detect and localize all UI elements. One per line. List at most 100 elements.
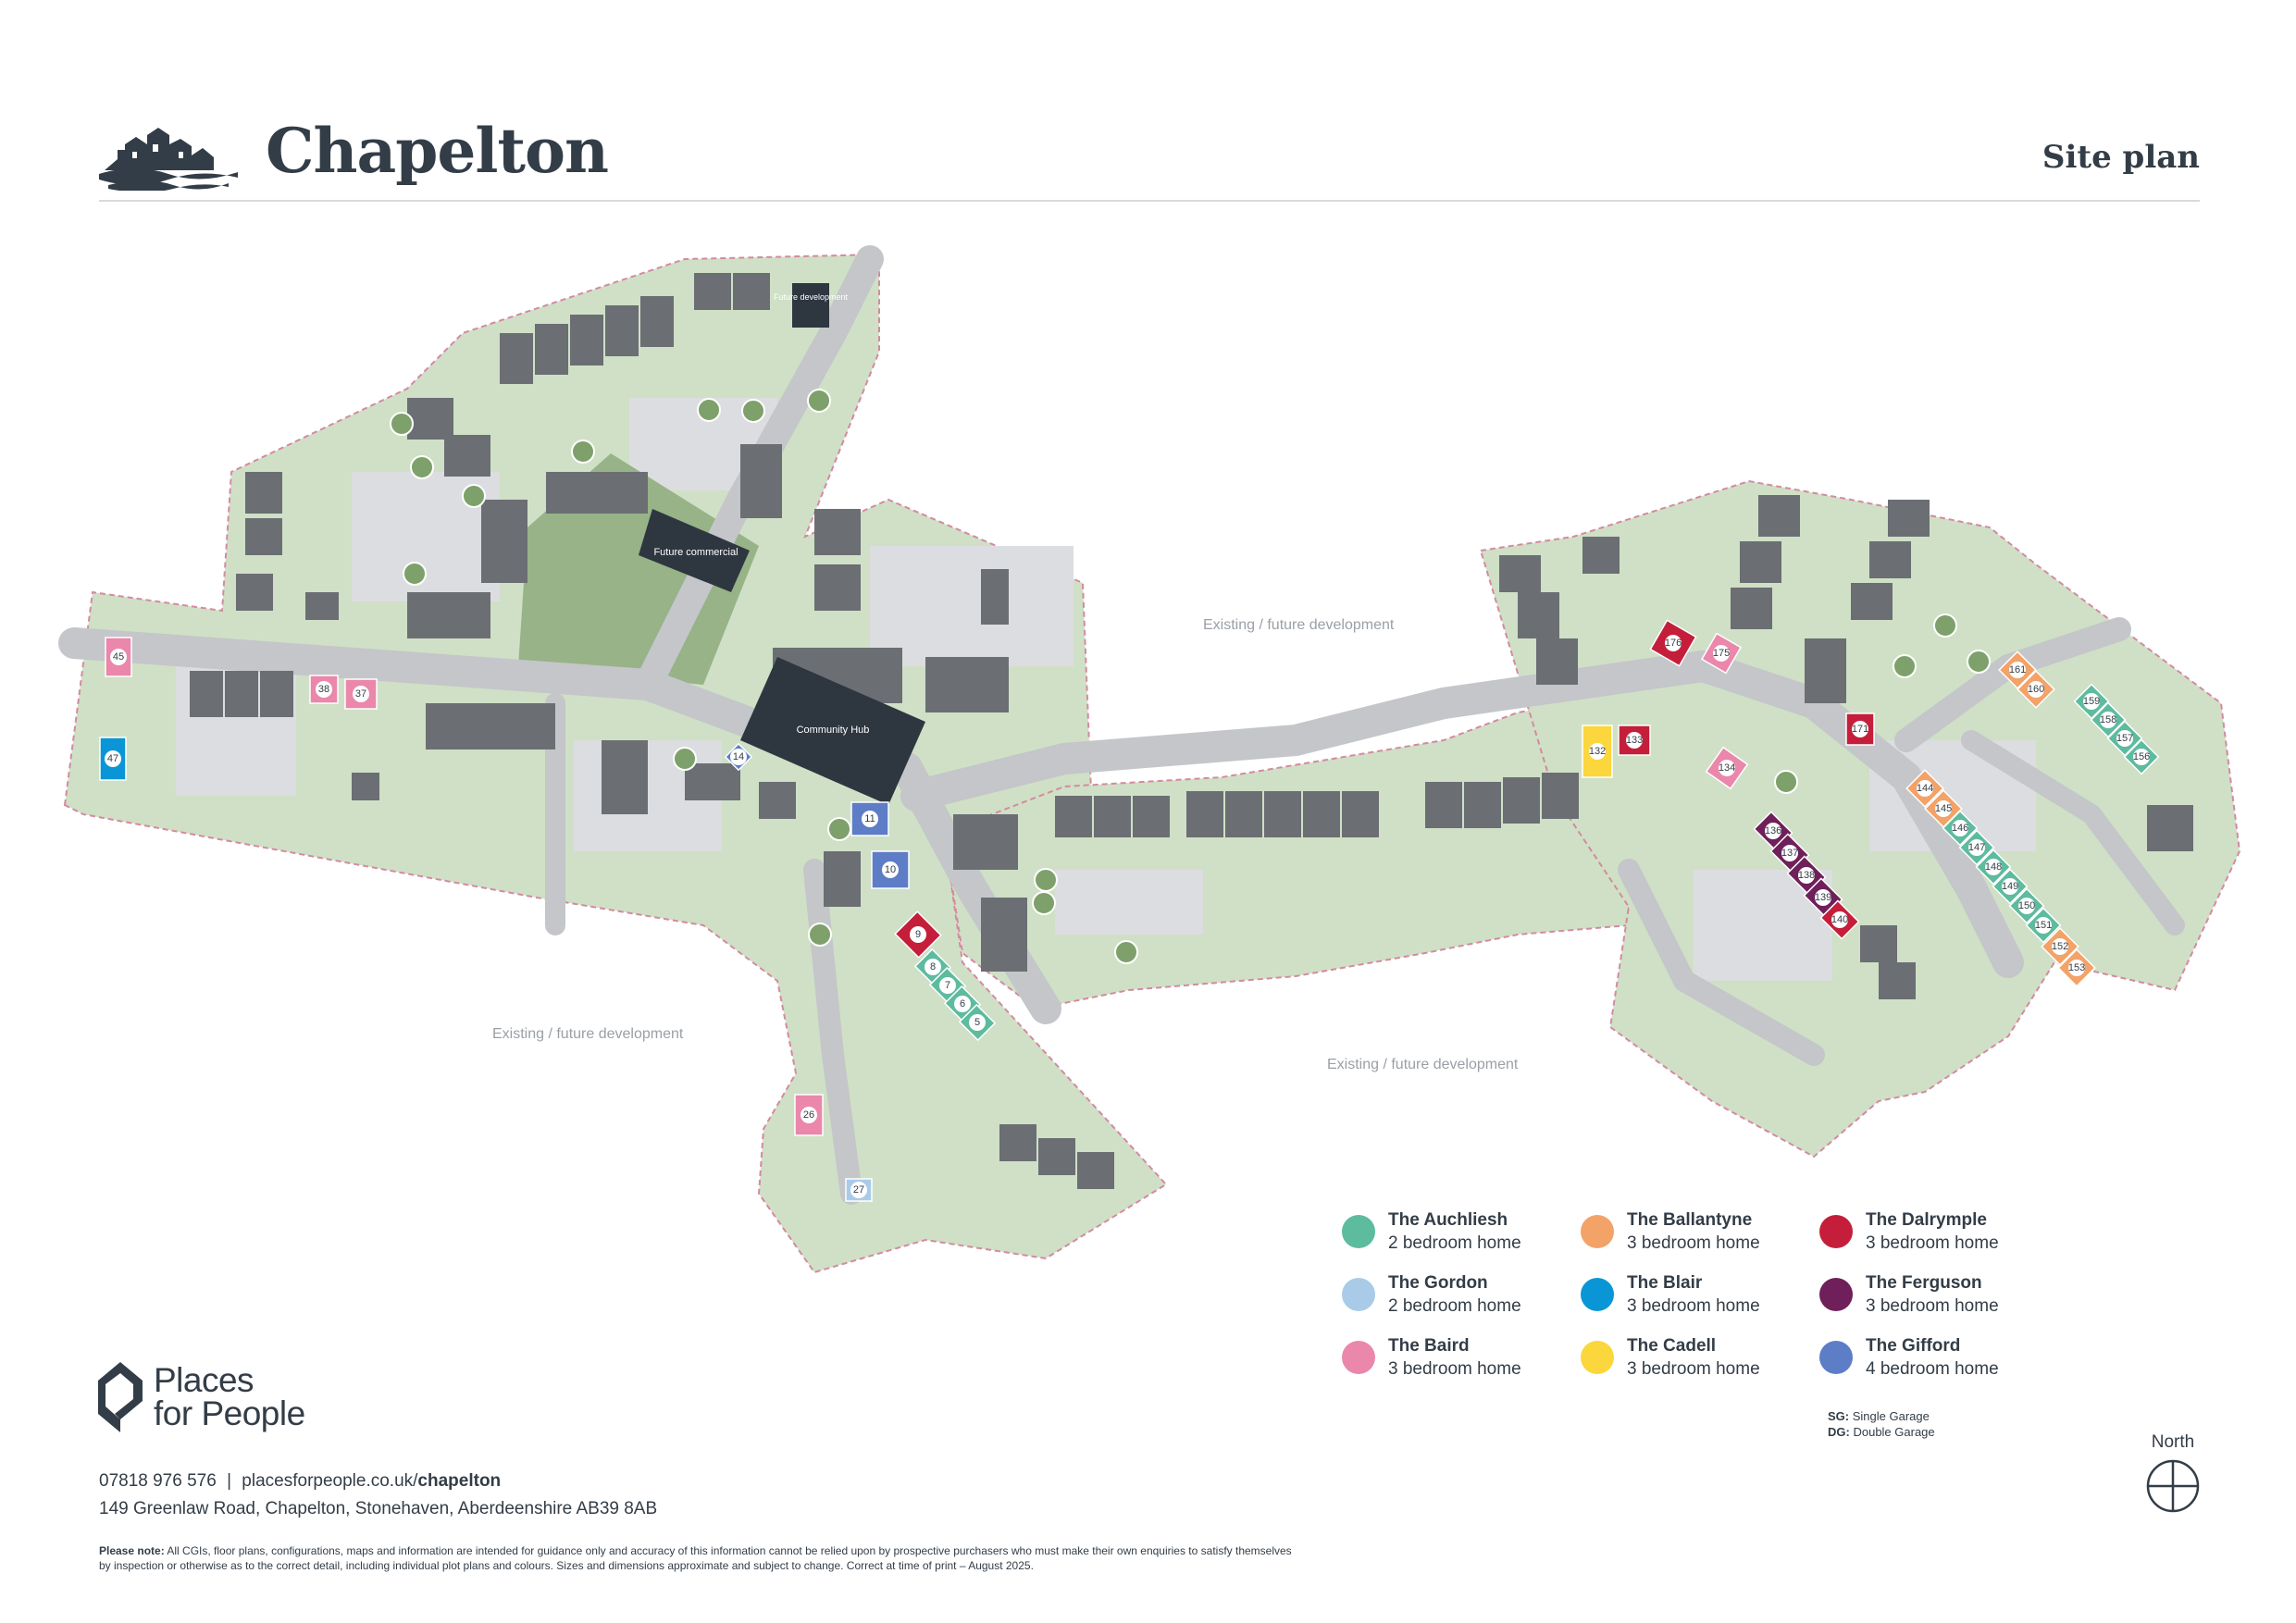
garage-key-double: DG: Double Garage — [1828, 1425, 1935, 1439]
plot-number: 150 — [2018, 900, 2035, 911]
contact-separator: | — [227, 1471, 232, 1491]
plot-number: 7 — [945, 980, 950, 991]
plot-shape — [1582, 725, 1613, 778]
legend-item-the-ballantyne: The Ballantyne 3 bedroom home — [1581, 1210, 1821, 1266]
plot-number: 147 — [1968, 842, 1985, 853]
plot-number-badge — [1952, 820, 1968, 836]
plot-number-badge — [2083, 693, 2100, 710]
plot-number: 175 — [1713, 648, 1730, 659]
legend-desc: 3 bedroom home — [1627, 1233, 1760, 1253]
plot-14[interactable]: 14 — [724, 742, 753, 772]
legend-name: The Ferguson — [1866, 1273, 1982, 1293]
header-divider — [99, 200, 2200, 202]
legend-desc: 3 bedroom home — [1866, 1233, 1999, 1253]
garage-key: SG: Single Garage DG: Double Garage — [1828, 1408, 1935, 1440]
plot-149[interactable]: 149 — [1992, 868, 2029, 905]
plot-140[interactable]: 140 — [1819, 899, 1860, 940]
plot-158[interactable]: 158 — [2090, 701, 2127, 738]
plot-156[interactable]: 156 — [2123, 738, 2160, 775]
legend-desc: 3 bedroom home — [1866, 1296, 1999, 1316]
plot-132[interactable]: 132 — [1582, 725, 1613, 778]
phone-number[interactable]: 07818 976 576 — [99, 1471, 217, 1491]
plot-number-badge — [1831, 911, 1848, 928]
plot-number: 149 — [2002, 881, 2018, 892]
plot-number-badge — [1589, 743, 1606, 760]
plot-number-badge — [1713, 645, 1730, 662]
plot-number: 38 — [318, 684, 329, 695]
plot-number-badge — [105, 750, 121, 767]
plot-number-badge — [1626, 732, 1643, 749]
legend-swatch — [1581, 1215, 1614, 1248]
plot-9[interactable]: 9 — [894, 911, 942, 959]
plot-number: 137 — [1781, 848, 1798, 859]
plot-161[interactable]: 161 — [1998, 650, 2037, 689]
plot-159[interactable]: 159 — [2073, 683, 2110, 720]
existing-development-label-southwest: Existing / future development — [492, 1026, 684, 1042]
plot-37[interactable]: 37 — [344, 678, 378, 710]
community-hub-building — [740, 657, 925, 805]
plot-147[interactable]: 147 — [1958, 829, 1995, 866]
plot-number-badge — [882, 861, 899, 878]
plot-number-badge — [1665, 635, 1682, 651]
future-commercial-building — [639, 509, 750, 592]
future-development-label: Future development — [774, 292, 849, 302]
plot-number-badge — [969, 1014, 986, 1031]
plot-26[interactable]: 26 — [794, 1094, 824, 1136]
plot-148[interactable]: 148 — [1975, 849, 2012, 886]
plot-number: 158 — [2100, 714, 2116, 725]
plot-10[interactable]: 10 — [871, 850, 910, 889]
plot-27[interactable]: 27 — [845, 1178, 873, 1202]
legend-name: The Ballantyne — [1627, 1210, 1753, 1230]
plot-11[interactable]: 11 — [850, 801, 889, 836]
legend-swatch — [1342, 1278, 1375, 1311]
plot-number-badge — [1765, 823, 1781, 839]
legend-desc: 2 bedroom home — [1388, 1296, 1521, 1316]
plot-number: 146 — [1952, 823, 1968, 834]
plot-151[interactable]: 151 — [2025, 907, 2062, 944]
disclaimer-text: All CGIs, floor plans, configurations, m… — [99, 1544, 1292, 1572]
north-label: North — [2151, 1432, 2195, 1452]
legend-name: The Gifford — [1866, 1336, 1961, 1356]
plot-5[interactable]: 5 — [958, 1003, 997, 1042]
plot-176[interactable]: 176 — [1649, 619, 1697, 667]
plot-152[interactable]: 152 — [2041, 927, 2079, 966]
plot-175[interactable]: 175 — [1700, 632, 1743, 675]
plot-number: 138 — [1798, 870, 1815, 881]
places-for-people-logo: Places for People — [96, 1360, 374, 1443]
plot-47[interactable]: 47 — [99, 737, 127, 781]
plot-133[interactable]: 133 — [1618, 725, 1651, 756]
plot-number: 132 — [1589, 746, 1606, 757]
plot-146[interactable]: 146 — [1942, 810, 1979, 847]
plot-160[interactable]: 160 — [2017, 670, 2055, 709]
site-plan-map[interactable]: Community Hub Future commercial Future d… — [0, 222, 2296, 1277]
legend-name: The Auchliesh — [1388, 1210, 1508, 1230]
legend-desc: 3 bedroom home — [1388, 1359, 1521, 1379]
plot-157[interactable]: 157 — [2106, 720, 2143, 757]
plot-153[interactable]: 153 — [2057, 948, 2096, 987]
plot-144[interactable]: 144 — [1905, 769, 1944, 808]
disclaimer: Please note: All CGIs, floor plans, conf… — [99, 1543, 1302, 1573]
plot-171[interactable]: 171 — [1845, 712, 1875, 746]
page-title: Site plan — [2042, 139, 2200, 176]
plot-number-badge — [2028, 681, 2044, 698]
plot-number-badge — [2116, 730, 2133, 747]
legend-swatch — [1819, 1341, 1853, 1374]
legend-name: The Baird — [1388, 1336, 1470, 1356]
legend-desc: 3 bedroom home — [1627, 1359, 1760, 1379]
buildings — [190, 273, 2193, 1189]
legend-name: The Cadell — [1627, 1336, 1717, 1356]
plot-number-badge — [316, 681, 332, 698]
legend-swatch — [1581, 1341, 1614, 1374]
website-link[interactable]: placesforpeople.co.uk/chapelton — [242, 1471, 502, 1491]
plot-150[interactable]: 150 — [2008, 887, 2045, 924]
plot-number: 47 — [107, 753, 118, 764]
plot-38[interactable]: 38 — [309, 675, 339, 704]
north-arrow: North — [2145, 1432, 2201, 1525]
plot-number-badge — [730, 749, 747, 765]
plot-45[interactable]: 45 — [105, 637, 132, 677]
plot-number: 151 — [2035, 920, 2052, 931]
plot-134[interactable]: 134 — [1705, 746, 1749, 790]
plot-number: 171 — [1852, 724, 1868, 735]
plot-number-badge — [1968, 839, 1985, 856]
